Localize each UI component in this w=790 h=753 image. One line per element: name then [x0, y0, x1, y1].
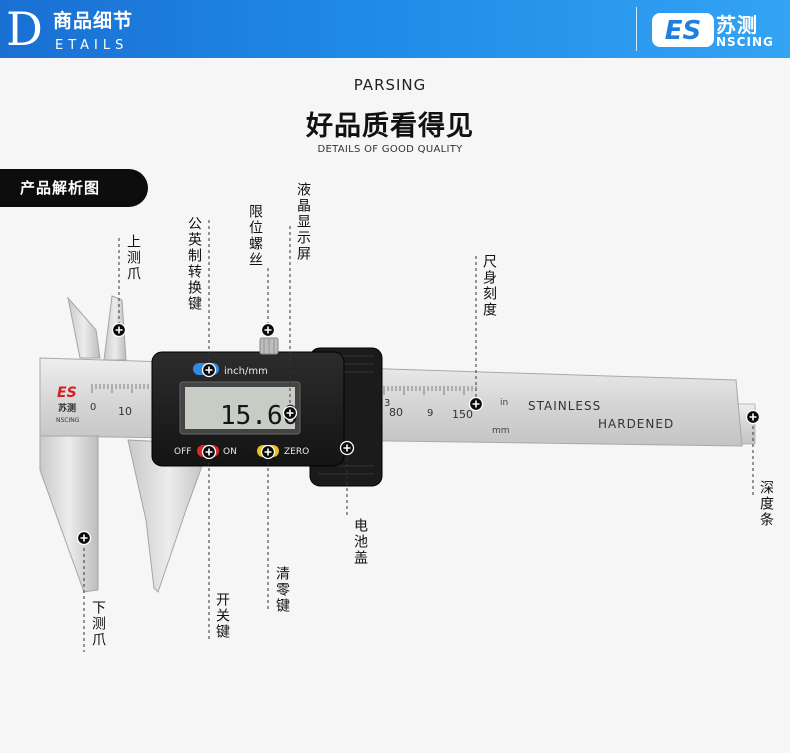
plus-icon: [205, 366, 213, 374]
plus-icon: [80, 534, 88, 542]
scale-number-0: 0: [90, 402, 96, 413]
header-divider: [636, 7, 637, 51]
callout-upper-jaw: 上测爪: [125, 234, 141, 282]
header-bar: D 商品细节 ETAILS ES 苏测 NSCING: [0, 0, 790, 58]
callout-zero-key: 清零键: [274, 566, 290, 614]
details-subheading: DETAILS OF GOOD QUALITY: [317, 144, 463, 155]
scale-unit-mm: mm: [492, 426, 510, 436]
scale-number-80: 80: [389, 406, 403, 419]
off-label: OFF: [174, 447, 191, 457]
caliper-logo-mark: ES: [57, 385, 77, 401]
brand-logo-mark: ES: [665, 16, 702, 46]
brand-logo-icon: ES: [652, 13, 714, 47]
header-title: 商品细节: [53, 10, 134, 32]
header-initial: D: [6, 2, 43, 56]
callout-depth-rod: 深度条: [758, 480, 774, 528]
brand-name-en: NSCING: [716, 35, 774, 49]
plus-icon: [115, 326, 123, 334]
inch-mm-label: inch/mm: [224, 366, 268, 377]
caliper-logo-en: NSCING: [56, 417, 80, 424]
callout-lower-jaw: 下测爪: [90, 600, 106, 648]
plus-icon: [749, 413, 757, 421]
beam-stainless-text: STAINLESS: [528, 399, 601, 413]
fixed-lower-jaw: [39, 435, 99, 593]
parsing-label: PARSING: [353, 76, 427, 94]
plus-icon: [472, 400, 480, 408]
callout-battery-cover: 电池盖: [352, 518, 368, 566]
main-beam: [39, 357, 743, 447]
fixed-upper-jaw: [67, 296, 101, 359]
scale-number-3: 3: [384, 398, 390, 409]
scale-number-10: 10: [118, 405, 132, 418]
section-pill: 产品解析图: [0, 169, 148, 207]
on-label: ON: [223, 447, 237, 457]
plus-icon: [343, 444, 351, 452]
caliper-logo-cn: 苏测: [58, 402, 76, 414]
callout-lcd: 液晶显示屏: [295, 182, 311, 262]
plus-icon: [264, 448, 272, 456]
plus-icon: [205, 448, 213, 456]
scale-number-9: 9: [427, 408, 433, 419]
beam-hardened-text: HARDENED: [598, 417, 674, 431]
callout-lock-screw: 限位螺丝: [247, 204, 263, 268]
scale-ticks-left: [91, 384, 149, 393]
callout-main-scale: 尺身刻度: [481, 254, 497, 318]
header-subtitle: ETAILS: [55, 38, 129, 53]
leader-lines: [83, 220, 754, 652]
brand-name-cn: 苏测: [716, 13, 758, 37]
lcd-screen: [185, 387, 295, 429]
scale-unit-in: in: [500, 398, 508, 408]
main-heading: 好品质看得见: [306, 111, 474, 142]
callout-power-key: 开关键: [214, 592, 230, 640]
plus-icon: [264, 326, 272, 334]
callout-markers: [76, 322, 761, 546]
zero-label: ZERO: [284, 447, 309, 457]
plus-icon: [286, 409, 294, 417]
scale-number-150: 150: [452, 408, 473, 421]
callout-unit-key: 公英制转换键: [186, 216, 202, 312]
